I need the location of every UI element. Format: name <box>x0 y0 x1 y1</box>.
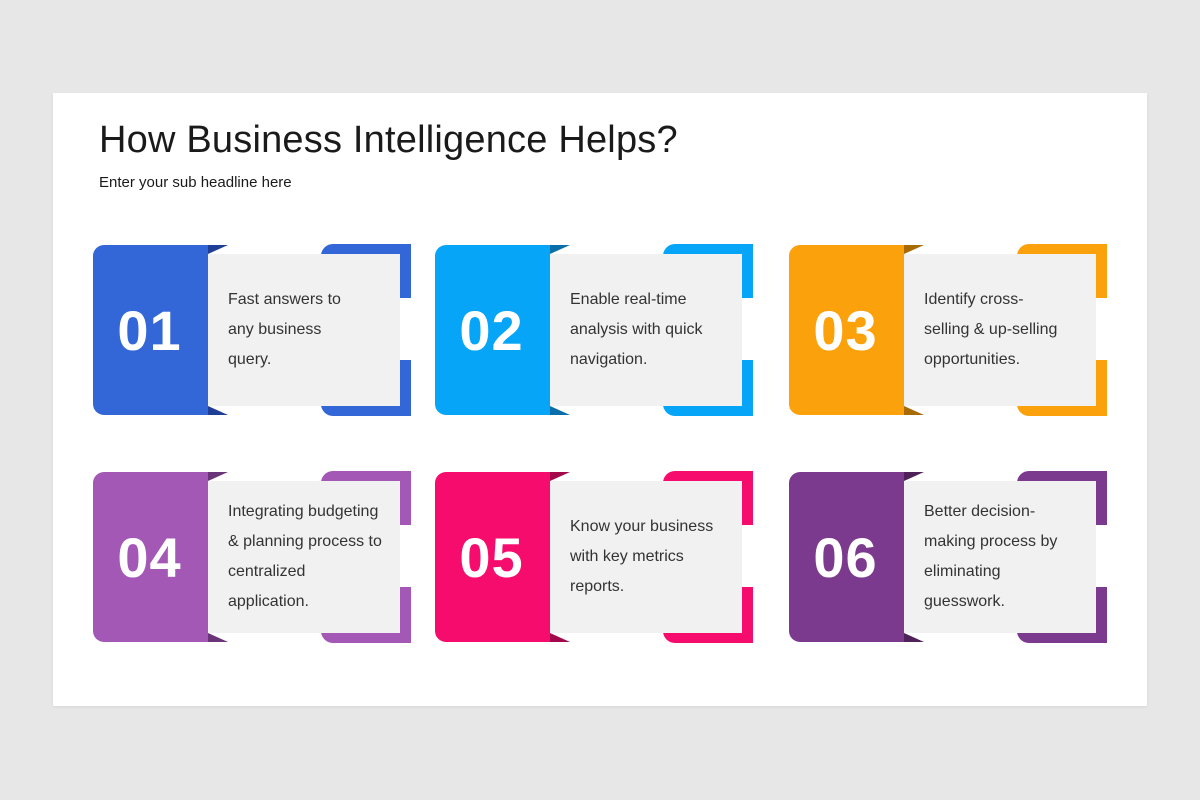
fold-bottom-decoration <box>550 406 570 415</box>
card-03: 03 Identify cross- selling & up-selling … <box>789 244 1109 420</box>
text-panel: Better decision- making process by elimi… <box>904 481 1096 633</box>
card-02: 02 Enable real-time analysis with quick … <box>435 244 755 420</box>
card-number: 05 <box>459 525 524 589</box>
number-block <box>93 245 208 415</box>
fold-top-decoration <box>550 472 570 481</box>
card-number: 03 <box>813 298 878 362</box>
number-block <box>789 472 904 642</box>
card-05: 05 Know your business with key metrics r… <box>435 471 755 647</box>
fold-top-decoration <box>550 245 570 254</box>
card-description: Identify cross- selling & up-selling opp… <box>924 291 1058 368</box>
text-panel: Know your business with key metrics repo… <box>550 481 742 633</box>
fold-top-decoration <box>904 472 924 481</box>
card-number: 06 <box>813 525 878 589</box>
card-number: 04 <box>117 525 182 589</box>
fold-top-decoration <box>208 472 228 481</box>
slide: How Business Intelligence Helps? Enter y… <box>53 93 1147 706</box>
slide-subtitle: Enter your sub headline here <box>99 174 292 191</box>
text-panel: Fast answers to any business query. <box>208 254 400 406</box>
fold-top-decoration <box>904 245 924 254</box>
fold-bottom-decoration <box>208 406 228 415</box>
card-description: Know your business with key metrics repo… <box>570 518 714 595</box>
card-number: 01 <box>117 298 182 362</box>
card-description: Fast answers to any business query. <box>228 291 341 368</box>
card-06: 06 Better decision- making process by el… <box>789 471 1109 647</box>
card-04: 04 Integrating budgeting & planning proc… <box>93 471 413 647</box>
number-block <box>435 245 550 415</box>
number-block <box>435 472 550 642</box>
fold-bottom-decoration <box>208 633 228 642</box>
fold-top-decoration <box>208 245 228 254</box>
number-block <box>93 472 208 642</box>
text-panel: Integrating budgeting & planning process… <box>208 481 400 633</box>
card-01: 01 Fast answers to any business query. <box>93 244 413 420</box>
slide-title: How Business Intelligence Helps? <box>99 119 678 161</box>
card-description: Integrating budgeting & planning process… <box>228 503 382 610</box>
card-description: Enable real-time analysis with quick nav… <box>570 291 703 368</box>
fold-bottom-decoration <box>904 633 924 642</box>
text-panel: Identify cross- selling & up-selling opp… <box>904 254 1096 406</box>
number-block <box>789 245 904 415</box>
fold-bottom-decoration <box>904 406 924 415</box>
card-number: 02 <box>459 298 524 362</box>
card-description: Better decision- making process by elimi… <box>924 503 1058 610</box>
text-panel: Enable real-time analysis with quick nav… <box>550 254 742 406</box>
fold-bottom-decoration <box>550 633 570 642</box>
